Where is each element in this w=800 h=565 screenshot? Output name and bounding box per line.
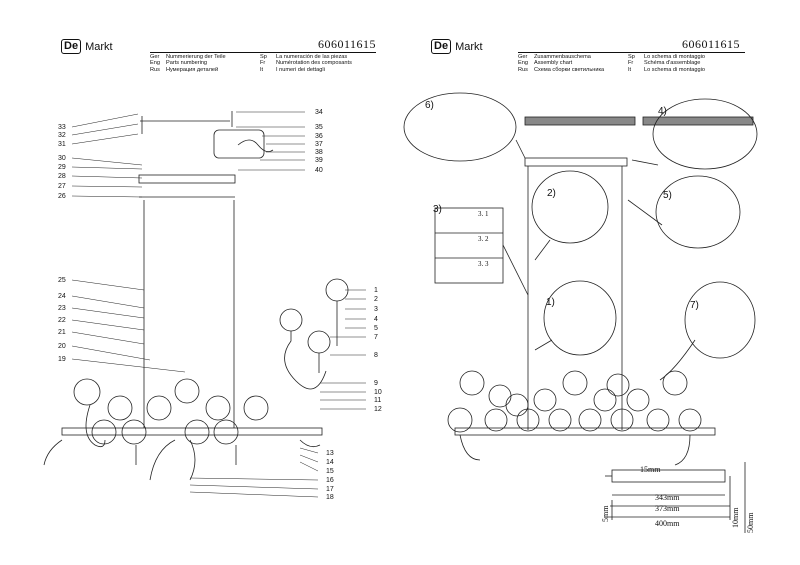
step-label: 5) — [663, 190, 672, 201]
part-number: 34 — [315, 109, 323, 116]
part-number: 22 — [58, 317, 66, 324]
dimension-label: 15mm — [640, 465, 661, 474]
step-label: 2) — [547, 188, 556, 199]
header-divider — [150, 52, 376, 53]
part-number: 9 — [374, 380, 378, 387]
step-label: 1) — [546, 297, 555, 308]
part-number: 4 — [374, 316, 378, 323]
part-number: 36 — [315, 133, 323, 140]
step-label: 4) — [658, 106, 667, 117]
part-number: 5 — [374, 325, 378, 332]
part-number: 32 — [58, 132, 66, 139]
part-number: 29 — [58, 164, 66, 171]
part-number: 7 — [374, 334, 378, 341]
step-label: 7) — [690, 300, 699, 311]
part-number: 14 — [326, 459, 334, 466]
article-code: 606011615 — [317, 37, 376, 51]
part-number: 28 — [58, 173, 66, 180]
part-number: 38 — [315, 149, 323, 156]
part-number: 23 — [58, 305, 66, 312]
part-number: 19 — [58, 356, 66, 363]
logo-text: Markt — [85, 40, 113, 53]
part-number: 37 — [315, 141, 323, 148]
dimension-label: 400mm — [655, 519, 680, 528]
part-number: 25 — [58, 277, 66, 284]
part-number: 12 — [374, 406, 382, 413]
logo-box: De — [431, 39, 452, 54]
part-number: 18 — [326, 494, 334, 501]
header-divider — [518, 52, 745, 53]
part-number: 26 — [58, 193, 66, 200]
brand-logo: De Markt — [431, 39, 483, 54]
dimension-label: 5mm — [601, 505, 610, 522]
part-number: 31 — [58, 141, 66, 148]
assembly-drawing: 6) 4) 2) 5) 3) 1) 7) 3. 1 3. 2 3. 3 15mm… — [403, 92, 758, 533]
step-label: 6) — [425, 100, 434, 111]
part-number: 16 — [326, 477, 334, 484]
part-number: 21 — [58, 329, 66, 336]
part-number: 35 — [315, 124, 323, 131]
part-number: 24 — [58, 293, 66, 300]
part-number: 3 — [374, 306, 378, 313]
substep-label: 3. 2 — [478, 235, 489, 243]
part-number: 13 — [326, 450, 334, 457]
logo-text: Markt — [455, 40, 483, 53]
part-number: 30 — [58, 155, 66, 162]
substep-label: 3. 3 — [478, 260, 489, 268]
dimension-label: 343mm — [655, 493, 680, 502]
exploded-parts-drawing: 33 32 31 30 29 28 27 26 25 24 23 22 21 2… — [43, 109, 382, 501]
dimension-label: 373mm — [655, 504, 680, 513]
part-number: 10 — [374, 389, 382, 396]
article-code: 606011615 — [681, 37, 740, 51]
part-number: 33 — [58, 124, 66, 131]
brand-logo: De Markt — [61, 39, 113, 54]
part-number: 1 — [374, 287, 378, 294]
part-number: 11 — [374, 397, 381, 404]
part-number: 40 — [315, 167, 323, 174]
substep-label: 3. 1 — [478, 210, 489, 218]
part-number: 27 — [58, 183, 66, 190]
part-number: 17 — [326, 486, 334, 493]
dimension-label: 10mm — [731, 507, 740, 528]
logo-box: De — [61, 39, 82, 54]
part-number: 8 — [374, 352, 378, 359]
part-number: 39 — [315, 157, 323, 164]
dimension-label: 50mm — [746, 512, 755, 533]
part-number: 20 — [58, 343, 66, 350]
part-number: 2 — [374, 296, 378, 303]
step-label: 3) — [433, 204, 442, 215]
part-number: 15 — [326, 468, 334, 475]
